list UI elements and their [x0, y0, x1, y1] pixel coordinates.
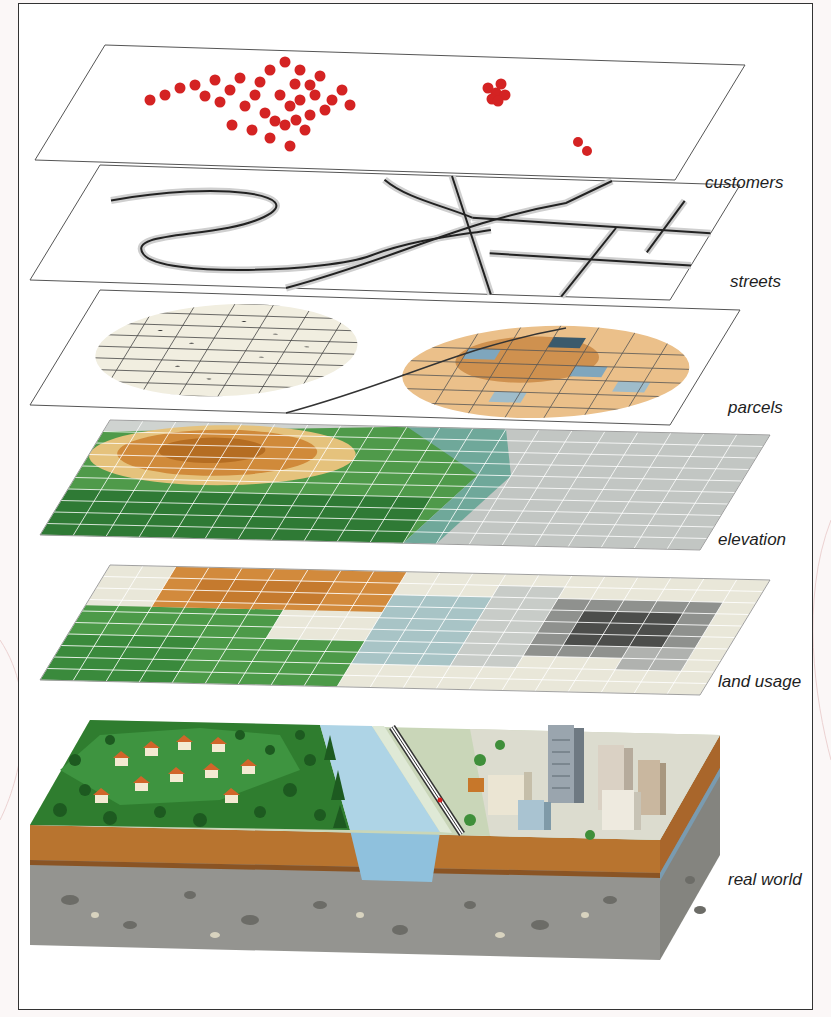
layer-label: streets: [730, 272, 781, 292]
real-world-block: [30, 720, 720, 960]
layer-label: elevation: [718, 530, 786, 550]
streets-layer: [30, 165, 740, 300]
layer-label: parcels: [728, 398, 783, 418]
frame: [19, 4, 813, 1010]
customer-dots: [145, 57, 593, 157]
customers-layer: [35, 45, 745, 180]
layer-label: customers: [705, 173, 783, 193]
layer-label: land usage: [718, 672, 801, 692]
elevation-layer: [40, 420, 770, 550]
parcels-layer: [30, 290, 740, 425]
layer-label: real world: [728, 870, 802, 890]
land-usage-layer: [40, 565, 770, 695]
